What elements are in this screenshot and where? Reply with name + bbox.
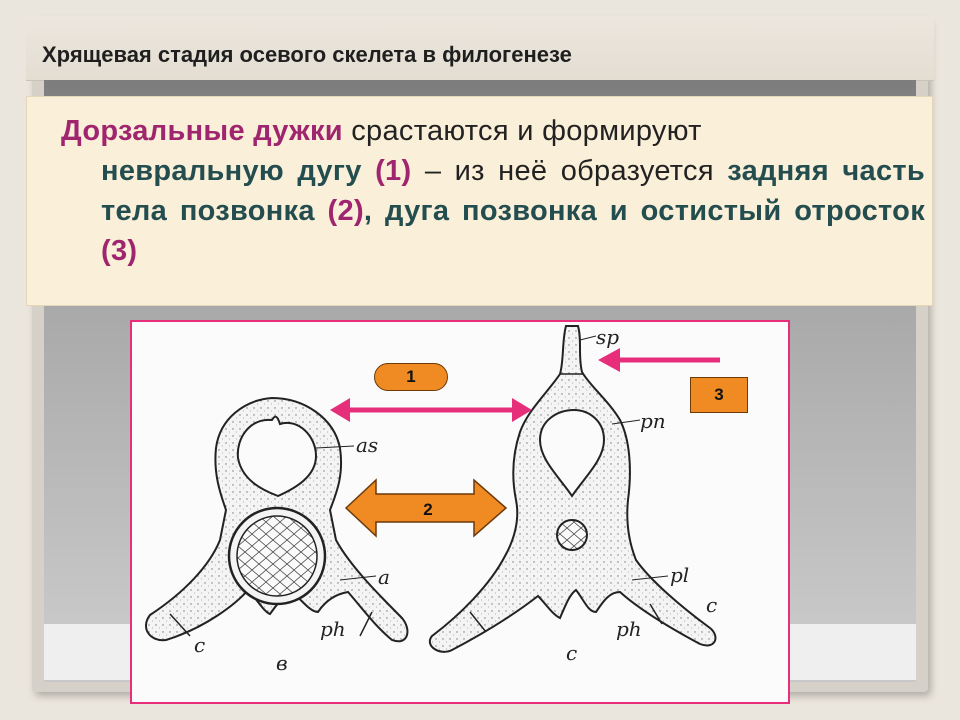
ref-2: (2) [314,195,364,227]
label-pl: pl [670,563,689,587]
callout-3: 3 [690,377,748,413]
label-pn: pn [640,409,666,433]
label-b: в [276,651,288,675]
label-as: as [356,433,378,457]
term-vertebra-body: задняя часть тела позвонка [101,155,925,227]
ref-3: (3) [101,235,138,267]
label-sp: sp [596,325,619,349]
label-c-right: c [706,593,717,617]
label-c-left: c [194,633,205,657]
callout-2-label: 2 [423,500,432,519]
right-vertebra [429,325,717,653]
paragraph-indent: невральную дугу (1) – из неё образуется … [61,151,925,271]
label-c-bottom: c [566,641,577,665]
callout-1: 1 [374,363,448,391]
slide-title: Хрящевая стадия осевого скелета в филоге… [42,42,572,67]
left-vertebra [145,396,409,643]
ref-1: (1) [361,155,412,187]
double-arrow-1 [330,398,532,422]
text-box: Дорзальные дужки срастаются и формируют н… [26,96,933,306]
term-arch-and-process: , дуга позвонка и остистый отросток [363,195,926,227]
label-ph-left: ph [320,617,346,641]
term-neural-arch: невральную дугу [101,155,362,187]
title-bar [26,16,934,81]
term-dorsal-arches: Дорзальные дужки [61,115,343,147]
text-fragment: срастаются и формируют [342,115,702,147]
arrow-3 [598,348,720,372]
body-paragraph: Дорзальные дужки срастаются и формируют н… [61,111,925,271]
double-arrow-2: 2 [344,478,508,538]
label-ph-right: ph [616,617,642,641]
text-fragment: – из неё образуется [411,155,714,187]
label-a: a [378,565,390,589]
